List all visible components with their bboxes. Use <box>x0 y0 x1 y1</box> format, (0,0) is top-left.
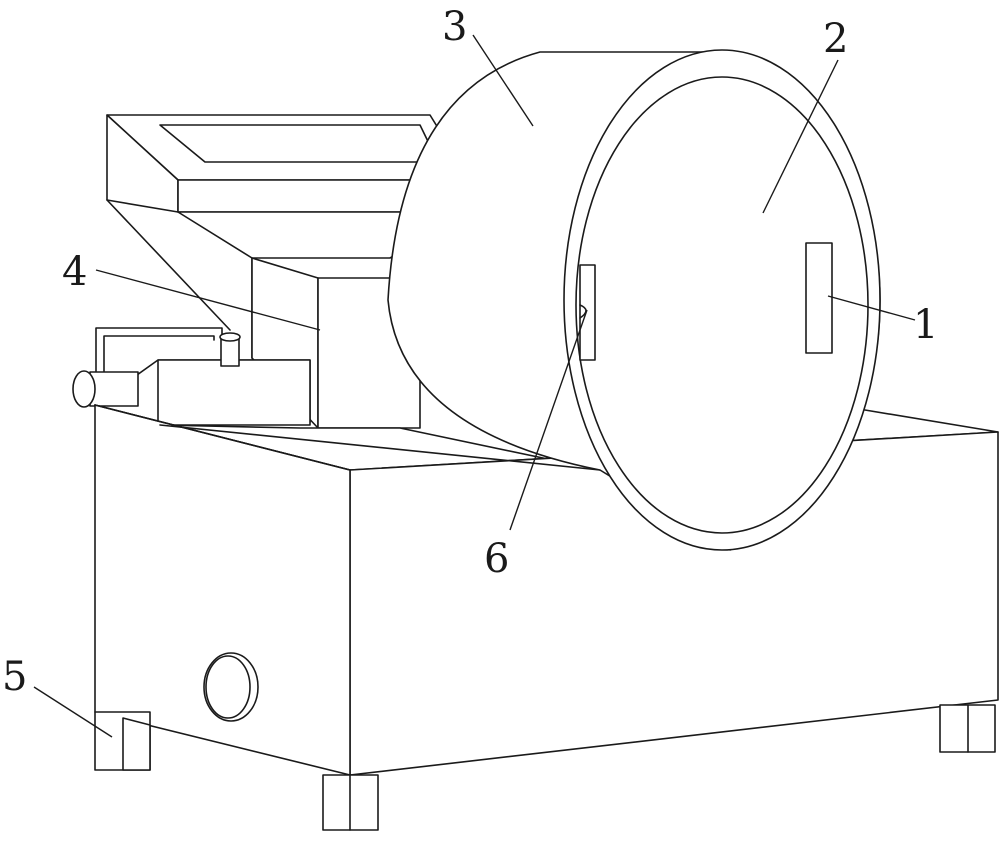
door-hinge <box>580 265 595 360</box>
callout-1: 1 <box>913 302 938 348</box>
callout-3: 3 <box>442 4 467 50</box>
valve-body <box>221 338 239 366</box>
pump-box-front <box>158 360 310 425</box>
callout-2: 2 <box>823 16 848 62</box>
leg-front-left-face <box>123 718 150 770</box>
callout-4: 4 <box>62 249 87 295</box>
door-handle <box>806 243 832 353</box>
motor-body <box>90 372 138 406</box>
callout-6: 6 <box>484 536 509 582</box>
valve-cap <box>220 333 240 341</box>
motor-end-cap <box>73 371 95 407</box>
base-cabinet <box>95 405 998 775</box>
callout-5: 5 <box>2 654 27 700</box>
